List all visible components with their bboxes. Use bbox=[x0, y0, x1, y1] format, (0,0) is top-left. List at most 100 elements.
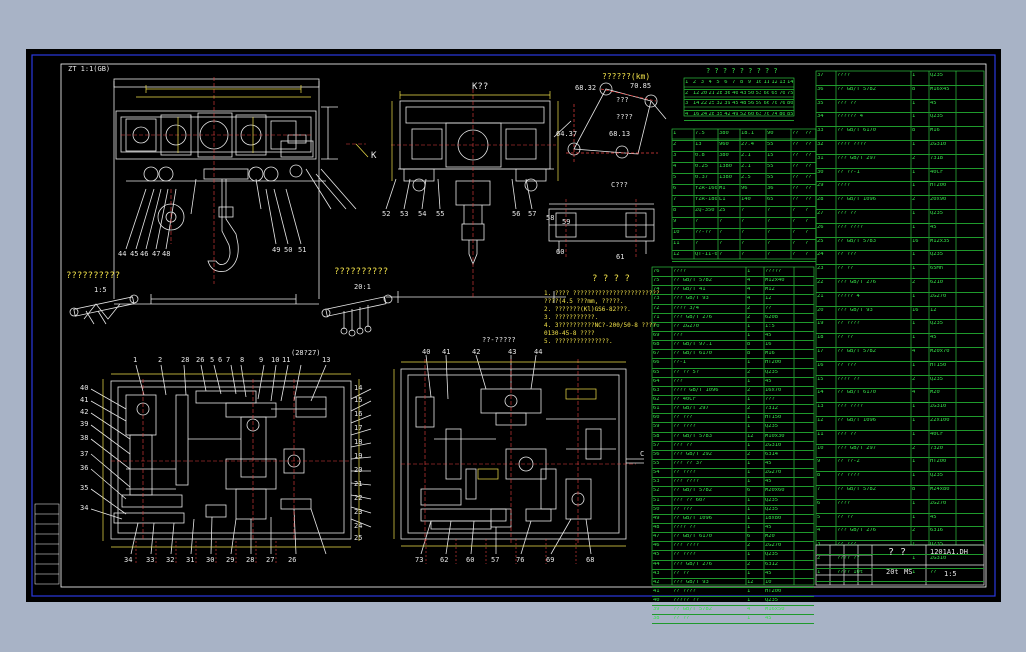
table-cell: 1 bbox=[912, 335, 916, 341]
table-cell: 27.4 bbox=[741, 142, 754, 147]
table-cell: ? bbox=[805, 241, 809, 246]
table-cell: ZG270 bbox=[930, 500, 947, 506]
table-cell: 1 bbox=[912, 224, 916, 230]
table-cell: 45 bbox=[765, 479, 772, 485]
table-cell: ?? GB/T 6170 bbox=[673, 351, 712, 357]
table-cell: ? bbox=[792, 230, 796, 235]
table-cell: 1 bbox=[747, 415, 751, 421]
table-cell: 8 bbox=[739, 80, 744, 85]
table-cell: 10 bbox=[817, 445, 824, 451]
table-cell: 1 bbox=[912, 473, 916, 479]
table-cell: 38 bbox=[653, 616, 660, 622]
table-cell: 67 bbox=[653, 351, 660, 357]
table-cell: ?? 40Cr bbox=[673, 396, 696, 402]
callout-side_callouts: 52 bbox=[382, 210, 391, 218]
callout-front_callouts: 51 bbox=[298, 246, 307, 254]
table-cell: 1 bbox=[912, 100, 916, 106]
table-cell: 1 bbox=[747, 424, 751, 430]
table-cell: 8 bbox=[912, 86, 916, 92]
table-cell: 13 bbox=[779, 80, 785, 85]
table-cell: 140 bbox=[741, 197, 751, 202]
table-cell: 2 bbox=[912, 197, 916, 203]
title-block-sheet: 20t bbox=[886, 568, 899, 576]
table-cell: 16 bbox=[692, 111, 699, 117]
table-cell: 12 bbox=[765, 296, 772, 302]
table-cell: 36 bbox=[817, 86, 824, 92]
table-cell: 52 bbox=[739, 111, 746, 117]
table-cell: 1 bbox=[747, 269, 751, 274]
k-arrow-label: K bbox=[371, 151, 377, 161]
table-cell: 45 bbox=[930, 514, 937, 520]
callout-callouts_bottom: 30 bbox=[206, 556, 215, 564]
note-line: 3. ???????????. bbox=[544, 314, 599, 321]
table-cell: 1 bbox=[912, 321, 916, 327]
callout-callouts_top: 6 bbox=[218, 356, 223, 364]
left-caption: ?????????? bbox=[66, 271, 121, 281]
table-cell: HT200 bbox=[930, 459, 947, 465]
table-cell: 45 bbox=[930, 335, 937, 341]
table-cell: 65 bbox=[767, 197, 774, 202]
table-cell: 1 bbox=[747, 479, 751, 485]
table-cell: 28 bbox=[817, 197, 824, 203]
table-cell: 6 bbox=[817, 500, 821, 506]
table-cell: 7 bbox=[817, 486, 821, 492]
table-cell: 73 bbox=[653, 296, 660, 302]
table-cell: ???? 10t bbox=[837, 569, 863, 575]
callout-callouts_bottom: 27 bbox=[266, 556, 275, 564]
table-cell: ??? GB/T 93 bbox=[673, 579, 709, 585]
table-cell: ?? bbox=[805, 131, 812, 136]
callout-front_callouts: 45 bbox=[130, 250, 139, 258]
table-cell: 54 bbox=[653, 470, 660, 476]
table-cell: 75 bbox=[787, 90, 793, 96]
table-cell: ?? GB/T 5782 bbox=[837, 86, 876, 92]
table-cell: M20x70 bbox=[930, 348, 950, 354]
table-cell: Q235 bbox=[930, 210, 943, 216]
table-cell: 3 bbox=[685, 101, 689, 106]
table-cell: 96 bbox=[741, 186, 748, 191]
table-cell: 18x80 bbox=[765, 515, 782, 521]
table-cell: 1 bbox=[747, 332, 751, 338]
detail-dim-b: 70.85 bbox=[630, 82, 652, 90]
table-cell: 1 bbox=[747, 378, 751, 384]
table-cell: M12x35 bbox=[930, 238, 950, 244]
table-cell: 6312 bbox=[765, 561, 778, 567]
table-cell: 1 bbox=[912, 169, 916, 175]
table-cell: Q235 bbox=[930, 321, 943, 327]
table-cell: 1 bbox=[912, 542, 916, 548]
table-cell: 2 bbox=[912, 528, 916, 534]
table-cell: Q235 bbox=[765, 369, 778, 375]
technical-notes: 1. ???? ????????????????????????. ????(4… bbox=[544, 291, 663, 347]
table-row: 314222532394548565966707680 bbox=[684, 100, 794, 111]
table-cell: 70 bbox=[763, 111, 770, 117]
table-cell: ??? bbox=[673, 378, 683, 384]
table-cell: 22 bbox=[817, 279, 824, 285]
table-cell: Q235 bbox=[930, 473, 943, 479]
table-cell: ?? GB/T 297 bbox=[673, 406, 709, 412]
table-cell: 13 bbox=[695, 142, 702, 147]
callout-callouts_bottom: 31 bbox=[186, 556, 195, 564]
table-cell: 1 bbox=[747, 396, 751, 402]
table-cell: Q235 bbox=[930, 252, 943, 258]
table-cell: 10 bbox=[765, 579, 772, 585]
table-cell: 3 bbox=[817, 542, 821, 548]
callout-callouts_plan_bottom: 68 bbox=[586, 556, 595, 564]
table-cell: 8 bbox=[747, 351, 751, 357]
table-cell: ?? bbox=[792, 197, 799, 202]
table-cell: 8 bbox=[912, 486, 916, 492]
